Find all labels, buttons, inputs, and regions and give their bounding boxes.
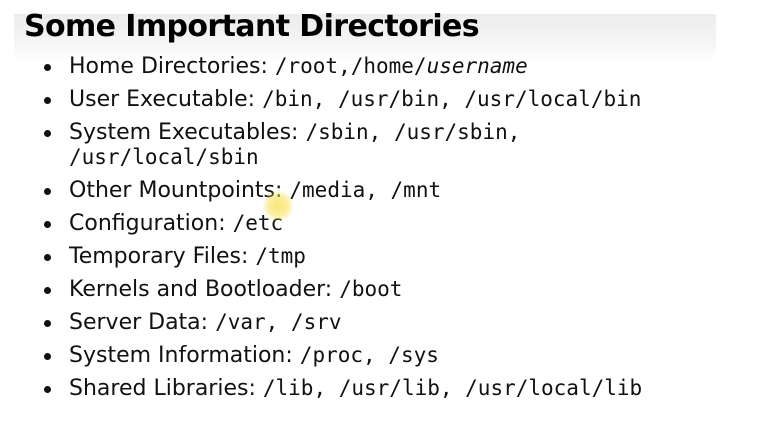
item-path-placeholder: username (426, 54, 528, 78)
bullet-icon (44, 353, 51, 360)
item-label: System Information: (69, 343, 300, 368)
item-label: Shared Libraries: (69, 376, 263, 401)
item-path: /etc (232, 211, 284, 235)
list-item: Temporary Files: /tmp (0, 244, 774, 269)
bullet-icon (44, 287, 51, 294)
item-path: /var, /srv (215, 310, 342, 334)
item-label: System Executables: (69, 120, 306, 145)
item-path: /bin, /usr/bin, /usr/local/bin (262, 87, 642, 111)
item-path-continued: /usr/local/sbin (69, 145, 259, 169)
bullet-icon (44, 254, 51, 261)
list-item: User Executable: /bin, /usr/bin, /usr/lo… (0, 87, 774, 112)
directory-list: Home Directories: /root,/home/username U… (0, 54, 774, 409)
slide-title: Some Important Directories (24, 9, 480, 44)
item-path: /boot (339, 277, 403, 301)
list-item: System Information: /proc, /sys (0, 343, 774, 368)
item-path: /proc, /sys (299, 343, 439, 367)
item-path: /sbin, /usr/sbin, (305, 120, 521, 144)
list-item: Configuration: /etc (0, 211, 774, 236)
item-label: Other Mountpoints: (69, 178, 290, 203)
list-item: Kernels and Bootloader: /boot (0, 277, 774, 302)
item-label: Temporary Files: (69, 244, 256, 269)
bullet-icon (44, 64, 51, 71)
item-path: /lib, /usr/lib, /usr/local/lib (262, 376, 643, 400)
item-label: Configuration: (69, 211, 233, 236)
list-item: Home Directories: /root,/home/username (0, 54, 774, 79)
list-item: Shared Libraries: /lib, /usr/lib, /usr/l… (0, 376, 774, 401)
bullet-icon (44, 188, 51, 195)
title-band (14, 14, 716, 62)
item-label: User Executable: (69, 87, 263, 112)
bullet-icon (44, 386, 51, 393)
bullet-icon (44, 221, 51, 228)
item-path: /tmp (255, 244, 306, 268)
list-item: Server Data: /var, /srv (0, 310, 774, 335)
item-label: Home Directories: (69, 54, 275, 79)
item-path: /media, /mnt (289, 178, 442, 202)
list-item: System Executables: /sbin, /usr/sbin, /u… (0, 120, 774, 170)
bullet-icon (44, 130, 51, 137)
item-label: Server Data: (69, 310, 216, 335)
item-path: /root,/home/ (274, 54, 427, 78)
bullet-icon (44, 97, 51, 104)
list-item: Other Mountpoints: /media, /mnt (0, 178, 774, 203)
bullet-icon (44, 320, 51, 327)
item-label: Kernels and Bootloader: (69, 277, 340, 302)
